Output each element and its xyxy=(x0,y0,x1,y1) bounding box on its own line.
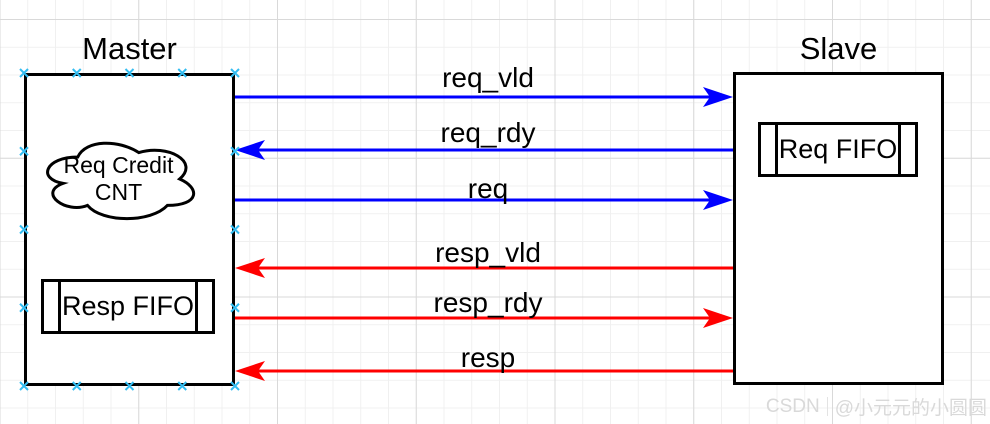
signal-label-resp_rdy[interactable]: resp_rdy xyxy=(433,287,543,318)
signal-arrowhead-resp_rdy xyxy=(703,308,733,328)
cloud-label-line2: CNT xyxy=(94,179,143,205)
signal-arrowhead-req xyxy=(703,190,733,210)
req-fifo-label: Req FIFO xyxy=(778,134,898,164)
signal-label-req_vld[interactable]: req_vld xyxy=(442,62,534,93)
slave-title[interactable]: Slave xyxy=(799,31,878,66)
signal-label-req[interactable]: req xyxy=(467,173,509,204)
watermark-divider xyxy=(826,397,828,416)
slave-box[interactable]: Req FIFO xyxy=(733,72,944,385)
cloud-label-line1: Req Credit xyxy=(63,152,174,178)
cloud-shape-icon xyxy=(46,141,196,221)
watermark-brand: CSDN xyxy=(765,395,820,417)
resp-fifo-label: Resp FIFO xyxy=(61,291,195,321)
master-box[interactable]: Req Credit CNT Resp FIFO xyxy=(24,73,235,386)
req-fifo-box[interactable]: Req FIFO xyxy=(758,122,918,177)
cloud-label: Req Credit CNT xyxy=(37,135,200,223)
resp-fifo-box[interactable]: Resp FIFO xyxy=(41,279,215,334)
signal-label-resp[interactable]: resp xyxy=(460,342,516,373)
signal-arrowhead-req_vld xyxy=(703,87,733,107)
signal-label-req_rdy[interactable]: req_rdy xyxy=(440,117,536,148)
master-title[interactable]: Master xyxy=(82,31,177,66)
watermark-user: @小元元的小圆圆 xyxy=(834,398,987,419)
signal-arrowhead-resp_vld xyxy=(235,258,265,278)
signal-label-resp_vld[interactable]: resp_vld xyxy=(435,237,541,268)
req-credit-cloud[interactable]: Req Credit CNT xyxy=(37,135,200,223)
signal-arrowhead-resp xyxy=(235,361,265,381)
signal-arrowhead-req_rdy xyxy=(235,140,265,160)
watermark: CSDN @小元元的小圆圆 xyxy=(766,393,987,420)
